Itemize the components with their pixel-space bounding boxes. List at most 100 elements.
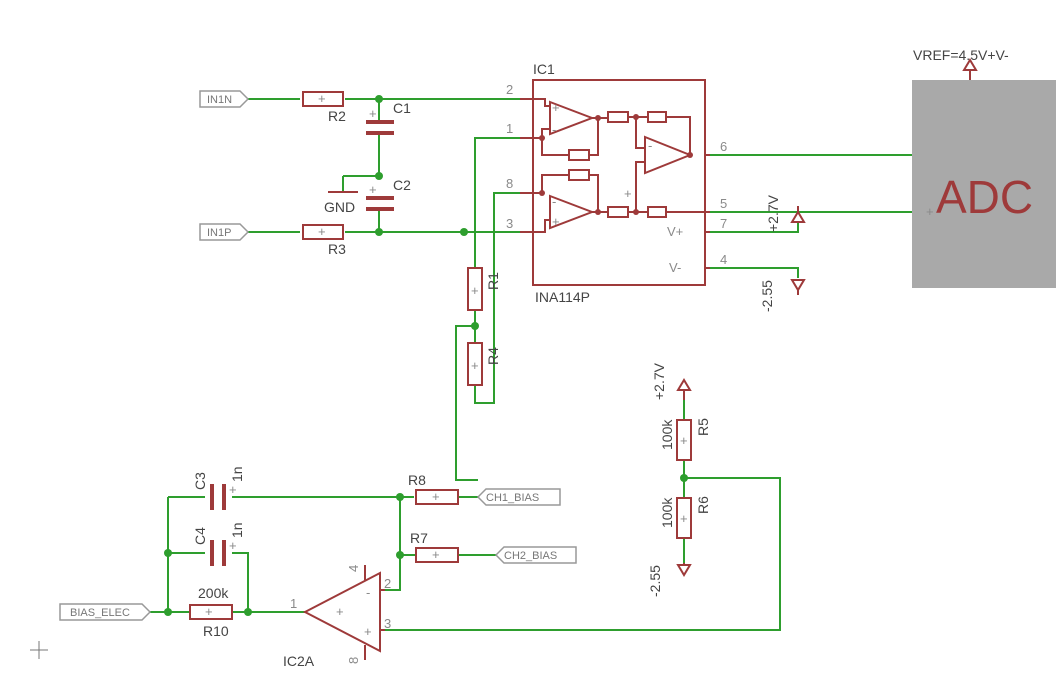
svg-text:+: + bbox=[205, 604, 213, 619]
svg-text:-: - bbox=[648, 138, 652, 153]
ic1-pin5: 5 bbox=[720, 196, 727, 211]
resistor-r2[interactable]: + R2 bbox=[302, 91, 346, 124]
ground-symbol: GND bbox=[324, 191, 358, 215]
ic1-pin4: 4 bbox=[720, 252, 727, 267]
ic1-pin7: 7 bbox=[720, 216, 727, 231]
r5-label: R5 bbox=[695, 418, 711, 436]
ic2a-pin2: 2 bbox=[384, 576, 391, 591]
adc-vref-label: VREF=4.5V+V- bbox=[913, 47, 1009, 63]
svg-text:+: + bbox=[680, 433, 688, 448]
r4-label: R4 bbox=[485, 347, 501, 365]
capacitor-c1[interactable]: + C1 bbox=[366, 100, 411, 135]
supply-pos27-divider-label: +2.7V bbox=[651, 362, 667, 400]
ic2a-name: IC2A bbox=[283, 653, 315, 669]
r7-label: R7 bbox=[410, 530, 428, 546]
svg-text:+: + bbox=[471, 358, 479, 373]
ic1-part: INA114P bbox=[535, 289, 590, 305]
r6-label: R6 bbox=[695, 496, 711, 514]
c1-label: C1 bbox=[393, 100, 411, 116]
resistor-r1[interactable]: + R1 bbox=[467, 267, 501, 311]
r6-value: 100k bbox=[659, 497, 675, 528]
port-in1p[interactable]: IN1P bbox=[199, 223, 250, 241]
svg-text:+: + bbox=[369, 106, 377, 121]
svg-text:+: + bbox=[229, 538, 237, 553]
ic1-name: IC1 bbox=[533, 61, 555, 77]
ic1-pin3: 3 bbox=[506, 216, 513, 231]
supply-neg255-ic1: -2.55 bbox=[759, 279, 806, 312]
svg-text:+: + bbox=[926, 204, 934, 219]
supply-neg255-divider: -2.55 bbox=[647, 563, 692, 597]
resistor-r6[interactable]: + R6 100k bbox=[659, 496, 711, 539]
svg-text:+: + bbox=[432, 547, 440, 562]
r10-value: 200k bbox=[198, 585, 229, 601]
port-bias-elec-label: BIAS_ELEC bbox=[70, 607, 130, 619]
r1-label: R1 bbox=[485, 272, 501, 290]
resistor-r10[interactable]: + 200k R10 bbox=[189, 585, 233, 639]
resistor-r3[interactable]: + R3 bbox=[302, 224, 346, 257]
port-ch1-bias[interactable]: CH1_BIAS bbox=[476, 488, 561, 506]
c4-value: 1n bbox=[229, 522, 245, 538]
svg-text:+: + bbox=[369, 182, 377, 197]
resistor-r5[interactable]: + R5 100k bbox=[659, 418, 711, 461]
ic2a-pin3: 3 bbox=[384, 616, 391, 631]
svg-text:-: - bbox=[366, 585, 370, 600]
svg-text:+: + bbox=[624, 186, 632, 201]
svg-text:+: + bbox=[552, 100, 560, 115]
adc-block[interactable]: ADC + VREF=4.5V+V- bbox=[912, 47, 1056, 288]
svg-text:+: + bbox=[364, 624, 372, 639]
svg-text:+: + bbox=[552, 214, 560, 229]
port-in1n[interactable]: IN1N bbox=[199, 90, 250, 108]
resistor-r8[interactable]: + R8 bbox=[408, 472, 459, 505]
cursor-crosshair bbox=[30, 641, 48, 659]
port-ch1-bias-label: CH1_BIAS bbox=[486, 492, 539, 504]
svg-text:+: + bbox=[680, 511, 688, 526]
supply-pos27-ic1-label: +2.7V bbox=[765, 194, 781, 232]
r5-value: 100k bbox=[659, 419, 675, 450]
ic2a-pin1: 1 bbox=[290, 596, 297, 611]
resistor-r7[interactable]: + R7 bbox=[410, 530, 459, 563]
supply-pos27-ic1: +2.7V bbox=[765, 194, 806, 232]
port-bias-elec[interactable]: BIAS_ELEC bbox=[59, 603, 152, 621]
r8-label: R8 bbox=[408, 472, 426, 488]
r2-label: R2 bbox=[328, 108, 346, 124]
ic2a-pin8: 8 bbox=[346, 657, 361, 664]
resistor-r4[interactable]: + R4 bbox=[467, 342, 501, 386]
supply-pos27-divider: +2.7V bbox=[651, 362, 692, 400]
r3-label: R3 bbox=[328, 241, 346, 257]
junctions bbox=[164, 95, 688, 616]
ic1-ina114p[interactable]: IC1 INA114P 2 1 8 3 6 5 7 4 V+ V- + - bbox=[506, 61, 727, 305]
port-ch2-bias-label: CH2_BIAS bbox=[504, 550, 557, 562]
ic1-pin1: 1 bbox=[506, 121, 513, 136]
svg-text:+: + bbox=[229, 482, 237, 497]
capacitor-c2[interactable]: + C2 bbox=[366, 177, 411, 211]
svg-text:-: - bbox=[552, 122, 556, 137]
svg-text:+: + bbox=[432, 489, 440, 504]
ic2a-pin4: 4 bbox=[346, 565, 361, 572]
ic1-vplus: V+ bbox=[667, 224, 683, 239]
gnd-label: GND bbox=[324, 199, 355, 215]
supply-neg255-ic1-label: -2.55 bbox=[759, 280, 775, 312]
svg-text:+: + bbox=[318, 91, 326, 106]
ic1-pin6: 6 bbox=[720, 139, 727, 154]
ic2a-opamp[interactable]: + - + 1 2 3 4 8 IC2A bbox=[283, 565, 391, 669]
ic1-pin2: 2 bbox=[506, 82, 513, 97]
svg-text:+: + bbox=[336, 604, 344, 619]
port-ch2-bias[interactable]: CH2_BIAS bbox=[494, 546, 577, 564]
svg-text:+: + bbox=[318, 224, 326, 239]
capacitor-c4[interactable]: + C4 1n bbox=[192, 522, 245, 566]
supply-neg255-divider-label: -2.55 bbox=[647, 565, 663, 597]
c3-value: 1n bbox=[229, 466, 245, 482]
svg-text:-: - bbox=[552, 194, 556, 209]
port-in1n-label: IN1N bbox=[207, 94, 232, 106]
c4-label: C4 bbox=[192, 527, 208, 545]
ic1-pin8: 8 bbox=[506, 176, 513, 191]
ic1-vminus: V- bbox=[669, 260, 681, 275]
port-in1p-label: IN1P bbox=[207, 227, 231, 239]
wires bbox=[150, 98, 930, 631]
c2-label: C2 bbox=[393, 177, 411, 193]
adc-label: ADC bbox=[936, 171, 1033, 223]
capacitor-c3[interactable]: + C3 1n bbox=[192, 466, 245, 510]
c3-label: C3 bbox=[192, 472, 208, 490]
svg-text:+: + bbox=[471, 283, 479, 298]
